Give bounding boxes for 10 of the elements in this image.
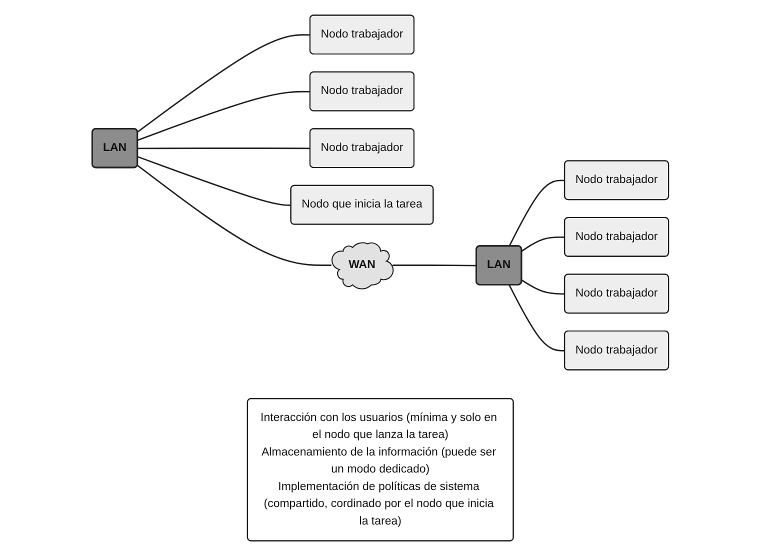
connector <box>136 164 332 266</box>
connector <box>521 279 565 294</box>
connector <box>521 236 565 252</box>
connector <box>137 147 310 149</box>
connector <box>508 284 565 351</box>
connector <box>137 156 291 206</box>
connector <box>136 34 310 132</box>
connector <box>508 179 565 246</box>
connector <box>137 90 310 140</box>
connector <box>392 264 476 266</box>
